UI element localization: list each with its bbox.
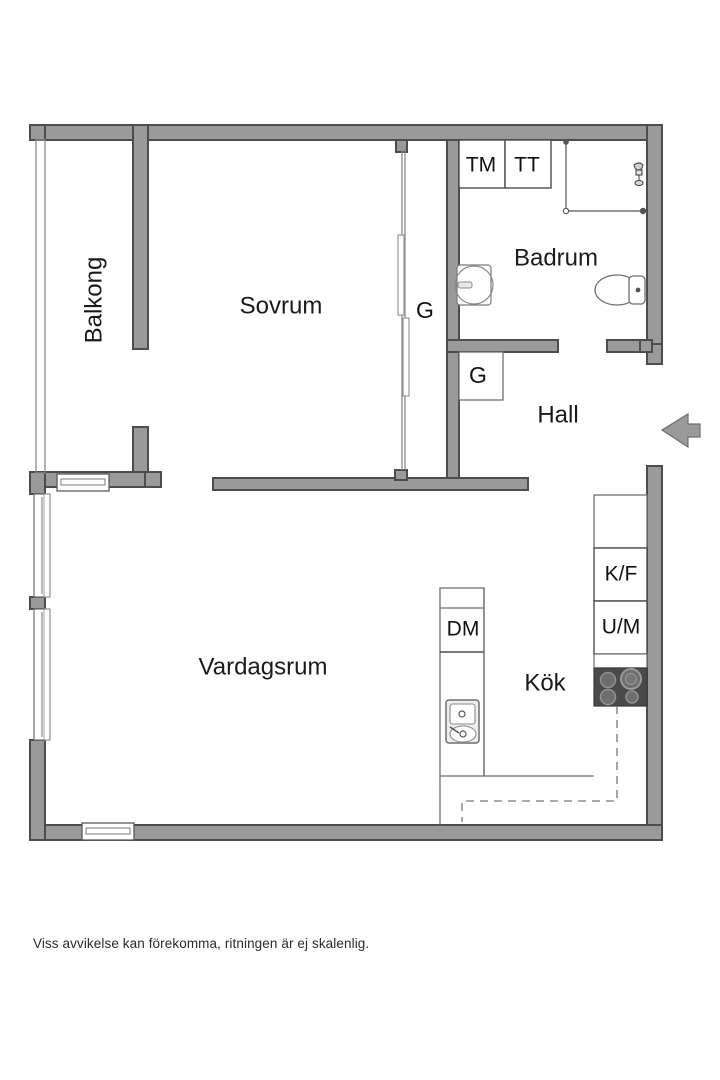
window-balcony-lower	[56, 473, 110, 492]
window-livingroom-upper	[33, 493, 51, 598]
wall-badrum-door-jamb	[639, 339, 653, 353]
laundry-cabinets	[458, 139, 552, 189]
wall-exterior-top	[29, 124, 663, 141]
wall-group	[29, 124, 663, 841]
wall-balcony-right-upper	[132, 124, 149, 350]
appliance-label-kf: K/F	[605, 563, 638, 586]
wall-exterior-right-lower	[646, 465, 663, 841]
window-group	[33, 473, 135, 841]
disclaimer-caption: Viss avvikelse kan förekomma, ritningen …	[33, 936, 370, 951]
room-label-balkong: Balkong	[80, 257, 107, 344]
wall-sovrum-bottom	[212, 477, 529, 491]
overhead-cabinet-dashed	[461, 706, 618, 822]
window-livingroom-bottom	[81, 822, 135, 841]
appliance-label-um: U/M	[602, 616, 641, 639]
window-livingroom-lower	[33, 608, 51, 741]
shower-head-icon	[633, 162, 644, 187]
room-label-badrum: Badrum	[514, 244, 598, 271]
toilet-icon	[594, 274, 646, 306]
closet-hall	[458, 351, 504, 401]
kitchen-sink-icon	[445, 699, 480, 744]
appliance-label-tt: TT	[514, 154, 540, 177]
closet-label-sovrum: G	[416, 297, 434, 323]
wall-exterior-left-top	[29, 124, 46, 141]
room-label-kok: Kök	[524, 669, 566, 696]
wall-sovrum-right	[446, 139, 460, 479]
closet-sovrum	[397, 146, 410, 470]
balcony-rail	[35, 139, 46, 474]
wall-sovrum-bottom-stub	[394, 469, 408, 481]
appliance-label-dm: DM	[447, 618, 480, 641]
stove-icon	[593, 667, 648, 707]
bathroom-sink-icon	[454, 264, 494, 306]
wall-exterior-left-mid	[29, 471, 46, 495]
entrance-arrow	[660, 412, 701, 449]
wall-exterior-left-bottom	[29, 739, 46, 841]
kitchen-right-counter	[593, 494, 648, 669]
closet-label-hall: G	[469, 362, 487, 388]
wall-badrum-bottom-left	[446, 339, 559, 353]
room-label-hall: Hall	[537, 401, 578, 428]
wall-exterior-left-between-windows	[29, 596, 46, 610]
shower-enclosure	[562, 139, 647, 215]
appliance-label-tm: TM	[466, 154, 496, 177]
room-label-sovrum: Sovrum	[240, 292, 323, 319]
room-label-vardagsrum: Vardagsrum	[199, 653, 328, 680]
kitchen-island	[439, 587, 594, 777]
wall-exterior-right-upper	[646, 124, 663, 345]
